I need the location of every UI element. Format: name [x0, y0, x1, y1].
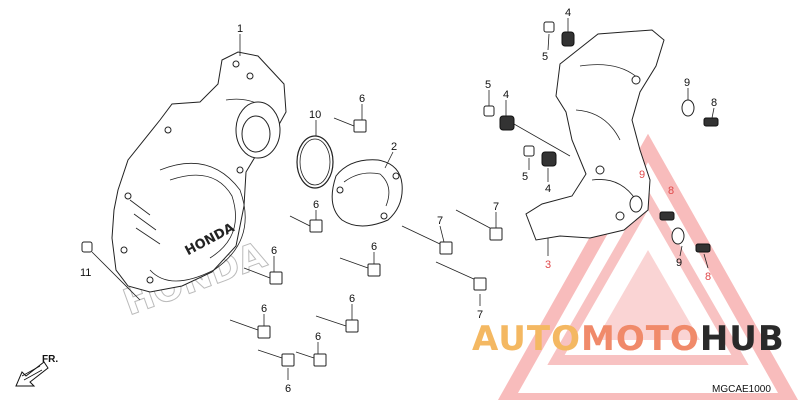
callout-1: 1 [237, 23, 243, 35]
callout-8b: 8 [668, 185, 674, 197]
sprocket-cover [525, 29, 665, 241]
washers-screws [629, 99, 719, 253]
callout-3: 3 [545, 259, 551, 271]
callout-6g: 6 [315, 331, 321, 343]
callout-5c: 5 [522, 171, 528, 183]
callout-4a: 4 [565, 7, 571, 19]
callout-4b: 4 [503, 89, 509, 101]
callout-6a: 6 [359, 93, 365, 105]
callout-6d: 6 [371, 241, 377, 253]
callout-9c: 9 [676, 257, 682, 269]
callout-labels: 1 10 2 6 6 7 7 6 6 11 7 6 6 6 6 4 5 4 5 … [80, 7, 717, 395]
dowel-pin [81, 241, 141, 301]
watermark-text: AUTOMOTOHUB [472, 319, 785, 359]
callout-10: 10 [309, 109, 321, 121]
callout-6f: 6 [261, 303, 267, 315]
callout-8c: 8 [705, 271, 711, 283]
callout-7a: 7 [437, 215, 443, 227]
callout-2: 2 [391, 141, 397, 153]
callout-7c: 7 [477, 309, 483, 321]
callout-6e: 6 [349, 293, 355, 305]
diagram-code: MGCAE1000 [712, 384, 771, 395]
watermark-hub: HUB [700, 319, 785, 359]
callout-6b: 6 [313, 199, 319, 211]
callout-11: 11 [80, 267, 91, 279]
crankcase-cover: HONDA [111, 51, 287, 293]
fr-label: FR. [42, 354, 58, 365]
bolts [229, 117, 503, 367]
leader-lines [239, 18, 715, 380]
watermark-auto: AUTO [472, 319, 581, 359]
small-cover [331, 159, 403, 227]
callout-7b: 7 [493, 201, 499, 213]
watermark-moto: MOTO [581, 319, 700, 359]
callout-6h: 6 [285, 383, 291, 395]
front-direction-arrow: FR. [15, 354, 58, 387]
callout-5b: 5 [485, 79, 491, 91]
callout-5a: 5 [542, 51, 548, 63]
callout-4c: 4 [545, 183, 551, 195]
svg-text:AUTOMOTOHUB: AUTOMOTOHUB [472, 319, 785, 359]
o-ring [296, 135, 334, 189]
watermark-triangle [497, 133, 799, 400]
callout-9b: 9 [639, 169, 645, 181]
callout-6c: 6 [271, 245, 277, 257]
callout-8a: 8 [711, 97, 717, 109]
callout-9a: 9 [684, 77, 690, 89]
